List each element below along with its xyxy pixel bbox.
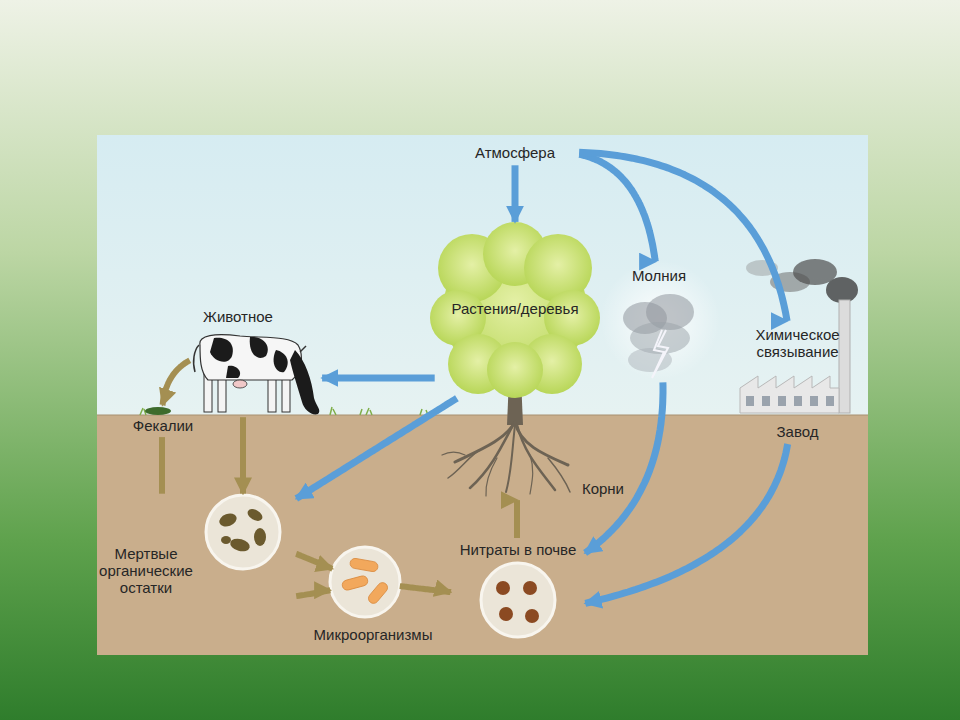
flow-arrow	[322, 375, 435, 382]
lightning-node: Молния	[614, 262, 704, 382]
flow-arrow	[240, 417, 246, 493]
flow-arrow	[579, 154, 655, 261]
flow-arrow	[159, 437, 165, 494]
node-label: Корни	[582, 480, 624, 497]
node-label: Молния	[614, 267, 704, 284]
soil	[97, 415, 868, 655]
sky	[97, 135, 868, 415]
node-label: Животное	[194, 308, 282, 325]
node-label: Химическое связывание	[733, 326, 862, 360]
nitrate-node: Нитраты в почве	[451, 538, 585, 640]
nitrate-circle	[481, 563, 555, 637]
lightning-cloud	[600, 260, 720, 380]
flow-arrow	[296, 590, 330, 596]
node-label: Растения/деревья	[439, 300, 591, 317]
factory-node: Химическое связываниеЗавод	[731, 322, 864, 444]
flow-arrow	[585, 444, 787, 603]
feces-node: Фекалии	[120, 405, 206, 437]
remains-node: Мертвые органические остатки	[104, 494, 296, 600]
flow-arrow	[296, 398, 457, 498]
flow-arrow	[579, 152, 787, 321]
roots-node: Корни	[440, 420, 628, 500]
flow-arrow	[163, 360, 190, 405]
feces-blob	[145, 407, 171, 415]
tree	[430, 222, 600, 496]
microorganism-node: Микроорганизмы	[330, 547, 400, 617]
flow-arrow	[400, 586, 451, 592]
atmosphere-node: Атмосфера	[451, 141, 579, 165]
animal-node: Животное	[190, 305, 322, 417]
node-label: Нитраты в почве	[451, 541, 585, 558]
flow-arrow	[512, 165, 519, 222]
node-label: Микроорганизмы	[303, 626, 443, 643]
cow	[194, 335, 320, 415]
node-label: Фекалии	[120, 417, 206, 434]
flow-arrow	[514, 500, 520, 538]
remains-circle	[206, 495, 280, 569]
node-label: Мертвые органические остатки	[96, 545, 196, 596]
flow-arrow	[585, 382, 663, 553]
flow-arrow	[296, 554, 332, 569]
microorganism-circle	[330, 547, 400, 617]
node-label: Завод	[731, 423, 864, 440]
node-label: Атмосфера	[451, 144, 579, 161]
plant-node: Растения/деревья	[435, 222, 595, 398]
